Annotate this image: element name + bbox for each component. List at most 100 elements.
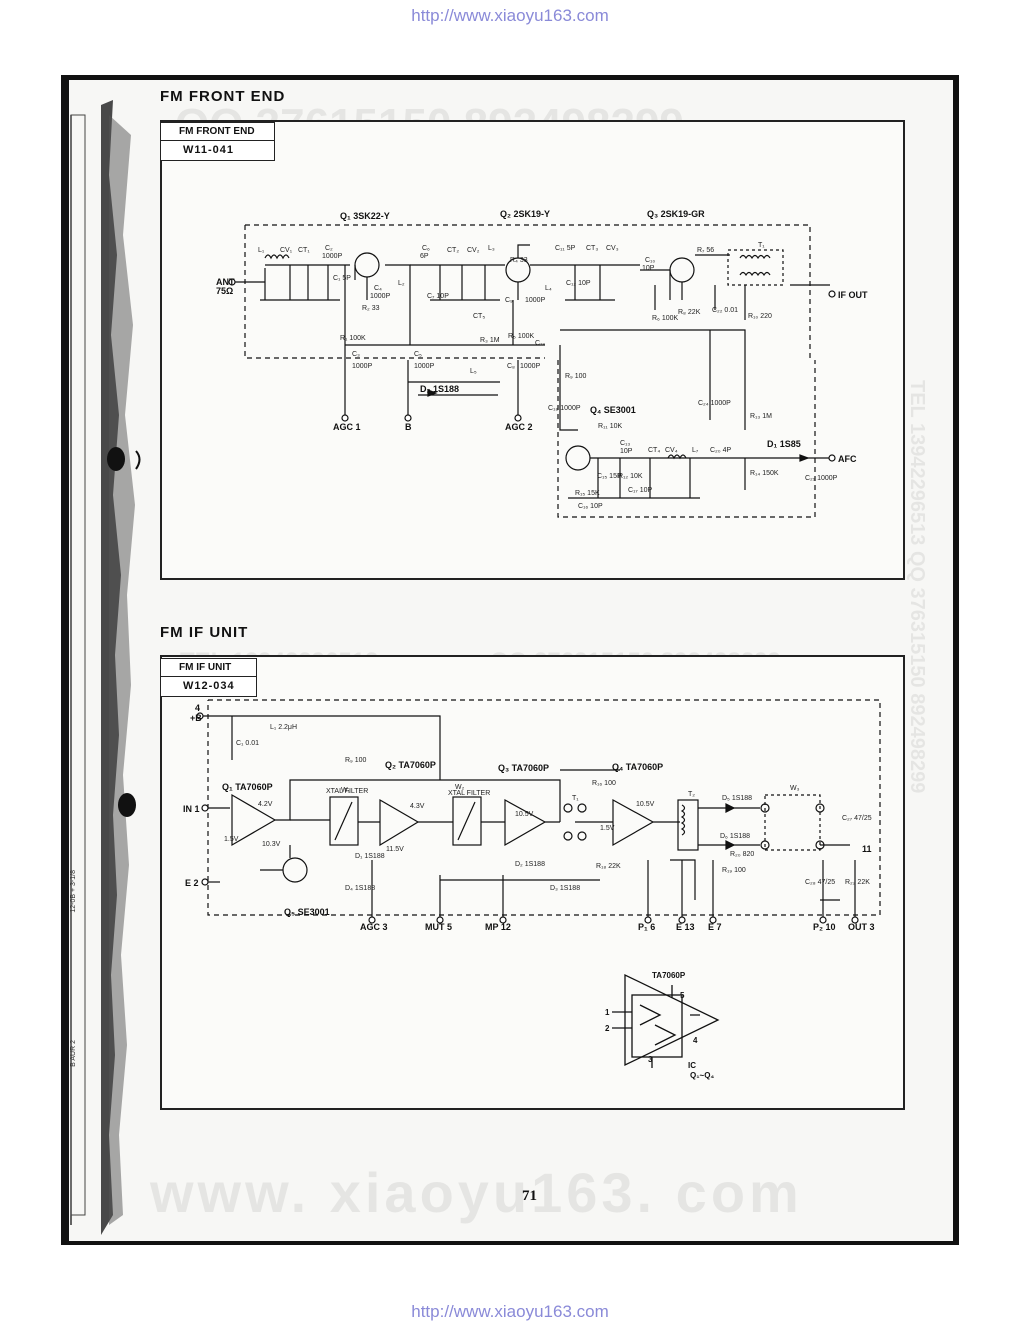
fe-c13v: 10P [620, 448, 633, 455]
fe-c16: C₁₆ 10P [578, 503, 603, 510]
fe-r8: R₈ 22K [678, 309, 701, 316]
fe-c11: C₁₁ 5P [555, 245, 576, 252]
fe-l2: L₂ [398, 280, 405, 287]
footer-url[interactable]: http://www.xiaoyu163.com [411, 1302, 609, 1321]
ic-pin2: 2 [605, 1024, 610, 1033]
fe-ct3: CT₃ [586, 245, 598, 252]
fe-ct5: CT₅ [473, 313, 485, 320]
if-v43: 4.3V [410, 803, 425, 810]
if-p6: P₁ 6 [638, 922, 655, 932]
if-v15b: 1.5V [600, 825, 615, 832]
front-end-label: FM FRONT END W11-041 [160, 122, 275, 161]
fe-c6v: 6P [420, 253, 429, 260]
fe-c22: C₂₂ 0.01 [712, 307, 738, 314]
if-r19: R₁₉ 100 [722, 867, 746, 874]
fe-cv1: CV₁ [280, 247, 293, 254]
fe-c2v: 1000P [322, 253, 343, 260]
fe-if-out: IF OUT [838, 290, 868, 300]
fe-c8v: 1000P [520, 363, 541, 370]
if-xtal2: XTAL FILTER [448, 790, 490, 797]
fe-c7: C₇ 10P [427, 293, 449, 300]
if-w3: W₃ [790, 785, 800, 792]
fe-c1: C₁ 5P [333, 275, 351, 282]
fe-q1-label: Q₁ 3SK22-Y [340, 211, 390, 221]
watermark-bottom: www. xiaoyu163. com [150, 1161, 803, 1224]
if-unit-panel [160, 655, 905, 1110]
if-d3: D₃ 1S188 [550, 885, 580, 892]
fe-d2: D₂ 1S188 [420, 384, 459, 394]
fe-c17: C₁₇ 10P [628, 487, 653, 494]
fe-t1: T₁ [758, 242, 765, 249]
front-end-panel [160, 120, 905, 580]
fe-r12: R₁₂ 10K [618, 473, 643, 480]
header-url[interactable]: http://www.xiaoyu163.com [411, 6, 609, 25]
if-v115: 11.5V [386, 846, 404, 853]
if-v42: 4.2V [258, 801, 273, 808]
fe-r9: R₉ 100 [565, 373, 587, 380]
if-c1: C₁ 0.01 [236, 740, 259, 747]
if-r20: R₂₀ 820 [730, 851, 754, 858]
if-t2: T₂ [688, 791, 695, 798]
fe-c20: C₂₀ 4P [710, 447, 732, 454]
fe-l4: L₄ [545, 285, 552, 292]
front-end-title: FM FRONT END [160, 88, 286, 105]
if-v15: 1.5V [224, 836, 239, 843]
ic-note2: Q₁~Q₄ [690, 1071, 714, 1080]
if-q3: Q₃ TA7060P [498, 763, 549, 773]
fe-c19: C₁₉ [535, 340, 545, 347]
if-pin11: 11 [862, 844, 872, 854]
fe-agc1: AGC 1 [333, 422, 361, 432]
fe-c12: C₁₂ 10P [566, 280, 591, 287]
fe-cv3: CV₃ [606, 245, 619, 252]
fe-r1: R₁ 100K [340, 335, 366, 342]
if-q1: Q₁ TA7060P [222, 782, 273, 792]
ic-pin5: 5 [680, 991, 685, 1000]
fe-c3v: 1000P [352, 363, 373, 370]
fe-c18: C₁₈ 1000P [548, 405, 581, 412]
fe-c8: C₈ [507, 363, 515, 370]
binding-edge [61, 75, 141, 1245]
fe-agc2: AGC 2 [505, 422, 533, 432]
if-mut5: MUT 5 [425, 922, 452, 932]
fe-r5: R₅ 100K [508, 333, 534, 340]
if-r18: R₁₈ 22K [596, 863, 621, 870]
fe-r3: R₃ 1M [480, 337, 500, 344]
if-q5: Q₅ SE3001 [284, 907, 330, 917]
if-v105: 10.5V [515, 811, 534, 818]
fe-ant-imp: 75Ω [216, 286, 233, 296]
if-d1: D₁ 1S188 [355, 853, 385, 860]
fe-c21: C₂₁ 1000P [805, 475, 838, 482]
fe-c3: C₃ [352, 351, 360, 358]
fe-c4v: 1000P [370, 293, 391, 300]
fe-c10v: 10P [642, 265, 655, 272]
ic-pin4: 4 [693, 1036, 698, 1045]
if-e2: E 2 [185, 878, 199, 888]
if-q4: Q₄ TA7060P [612, 762, 663, 772]
fe-q2-label: Q₂ 2SK19-Y [500, 209, 550, 219]
fe-c4: C₄ [374, 285, 382, 292]
fe-r7: R₇ 56 [697, 247, 714, 254]
fe-r4: R₄ 33 [510, 257, 528, 264]
if-unit-label-name: FM IF UNIT [161, 659, 256, 677]
page-number: 71 [522, 1188, 537, 1204]
if-c27: C₂₇ 47/25 [842, 815, 872, 822]
fe-c9v: 1000P [525, 297, 546, 304]
if-in1: IN 1 [183, 804, 200, 814]
if-l1: L₁ 2.2μH [270, 724, 297, 731]
ic-pin1: 1 [605, 1008, 610, 1017]
ic-pin3: 3 [648, 1055, 653, 1064]
fe-r11: R₁₁ 10K [598, 423, 623, 430]
fe-c10: C₁₀ [645, 257, 655, 264]
fe-l1: L₁ [258, 247, 265, 254]
fe-c5: C₅ [414, 351, 422, 358]
fe-r2: R₂ 33 [362, 305, 380, 312]
fe-l5: L₅ [470, 368, 477, 375]
if-v103: 10.3V [262, 841, 281, 848]
fe-q4-label: Q₄ SE3001 [590, 405, 636, 415]
if-d5: D₅ 1S188 [722, 795, 752, 802]
if-d6: D₆ 1S188 [720, 833, 750, 840]
fe-r14: R₁₄ 150K [750, 470, 779, 477]
if-c28: C₂₈ 47/25 [805, 879, 835, 886]
